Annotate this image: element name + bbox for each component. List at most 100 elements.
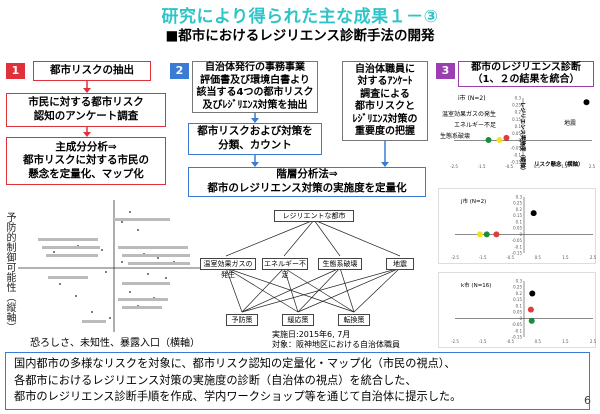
x-tick-label: 0.5 bbox=[535, 339, 542, 344]
y-tick-label: 0.3 bbox=[516, 195, 523, 200]
y-tick-label: 0.15 bbox=[513, 297, 522, 302]
chart-i-x-axis-title: リスク懸念（横軸） bbox=[534, 160, 584, 168]
y-tick-label: 0.25 bbox=[513, 201, 522, 206]
y-tick-label: -0.15 bbox=[512, 251, 523, 256]
pca-y-axis-title: 予防的制御可能性（縦軸） bbox=[4, 212, 15, 332]
x-tick-label: -0.5 bbox=[506, 255, 514, 260]
pca-x-axis-title: 恐ろしさ、未知性、暴露入口（横軸） bbox=[30, 338, 200, 349]
step-3-badge: 3 bbox=[436, 63, 455, 79]
step-2-box-ahp: 階層分析法⇒ 都市のレジリエンス対策の実施度を定量化 bbox=[188, 167, 426, 197]
y-tick-label: 0 bbox=[519, 232, 522, 237]
step-1-box-survey: 市民に対する都市リスク 認知のアンケート調査 bbox=[6, 93, 166, 127]
summary-box: 国内都市の多様なリスクを対象に、都市リスク認知の定量化・マップ化（市民の視点）、… bbox=[5, 352, 590, 410]
data-point bbox=[496, 136, 503, 143]
x-tick-label: -1.5 bbox=[479, 255, 487, 260]
y-tick-label: 0.2 bbox=[516, 291, 523, 296]
x-tick-label: -2.5 bbox=[451, 339, 459, 344]
ahp-alt-prevention: 予防策 bbox=[226, 314, 258, 326]
summary-line-2: 各都市におけるレジリエンス対策の実施度の診断（自治体の視点）を統合した、 bbox=[14, 373, 417, 387]
y-tick-label: 0.15 bbox=[512, 117, 521, 122]
pca-map-svg bbox=[18, 200, 210, 332]
y-tick-label: -0.05 bbox=[512, 238, 523, 243]
x-tick-label: 1.5 bbox=[561, 164, 568, 169]
ahp-note-target: 対象：阪神地区における自治体職員 bbox=[272, 340, 400, 349]
y-tick-label: 0.1 bbox=[515, 124, 522, 129]
chart-k: -2.5 -1.5 -0.5 0.5 1.5 2.5 -0.15 -0.1-0.0500.05… bbox=[451, 279, 597, 345]
y-tick-label: 0.05 bbox=[513, 310, 522, 315]
ahp-hierarchy: レジリエントな都市 温室効果ガスの発生 エネルギー不足 生態系破壊 地震 予防策… bbox=[196, 200, 432, 350]
y-tick-label: 0.3 bbox=[515, 96, 522, 101]
page-subtitle: ■都市におけるレジリエンス診断手法の開発 bbox=[165, 28, 435, 44]
x-tick-label: 0.5 bbox=[534, 164, 541, 169]
y-tick-label: 0.05 bbox=[513, 226, 522, 231]
step-1-box-pca: 主成分分析⇒ 都市リスクに対する市民の 懸念を定量化、マップ化 bbox=[6, 137, 166, 185]
data-point bbox=[503, 134, 510, 141]
chart-i-label-energy: エネルギー不足 bbox=[454, 122, 496, 129]
y-tick-label: -0.05 bbox=[512, 322, 523, 327]
x-tick-label: 2.5 bbox=[589, 164, 596, 169]
chart-i-city-label: i市 (N=2) bbox=[458, 94, 486, 102]
y-tick-label: 0.15 bbox=[513, 213, 522, 218]
step-2-box-classify: 都市リスクおよび対策を 分類、カウント bbox=[188, 123, 322, 155]
y-tick-label: 0.2 bbox=[516, 207, 523, 212]
chart-j-city-label: j市 (N=2) bbox=[460, 197, 486, 205]
y-tick-label: 0 bbox=[519, 316, 522, 321]
data-point bbox=[583, 99, 590, 106]
y-tick-label: 0.25 bbox=[513, 285, 522, 290]
pca-map bbox=[18, 200, 210, 332]
data-point bbox=[527, 306, 534, 313]
chart-k-city-label: k市 (N=16) bbox=[461, 281, 491, 289]
chart-i-label-ecosystem: 生態系破壊 bbox=[440, 132, 470, 140]
y-tick-label: -0.15 bbox=[511, 160, 522, 165]
x-tick-label: -0.5 bbox=[505, 164, 513, 169]
data-point bbox=[530, 210, 537, 217]
ahp-alt-mitigation: 緩応策 bbox=[282, 314, 314, 326]
x-tick-label: -2.5 bbox=[450, 164, 458, 169]
ahp-criterion-energy: エネルギー不足 bbox=[262, 258, 308, 279]
y-tick-label: -0.15 bbox=[512, 335, 523, 340]
y-tick-label: -0.05 bbox=[511, 145, 522, 150]
y-tick-label: 0.3 bbox=[516, 279, 523, 284]
chart-i-label-earthquake: 地震 bbox=[564, 119, 576, 127]
data-point bbox=[528, 317, 535, 324]
page-title: 研究により得られた主な成果１－③ bbox=[161, 7, 439, 27]
y-tick-label: 0 bbox=[518, 138, 521, 143]
y-tick-label: -0.1 bbox=[513, 152, 521, 157]
ahp-goal: レジリエントな都市 bbox=[274, 210, 354, 222]
ahp-alt-transition: 転換策 bbox=[338, 314, 370, 326]
y-tick-label: 0.1 bbox=[516, 303, 523, 308]
data-point bbox=[483, 231, 490, 238]
x-tick-label: -1.5 bbox=[479, 339, 487, 344]
x-tick-label: -0.5 bbox=[506, 339, 514, 344]
ahp-note-date: 実施日:2015年6, 7月 bbox=[272, 330, 351, 339]
x-tick-label: -2.5 bbox=[451, 255, 459, 260]
data-point bbox=[529, 290, 536, 297]
step-1-box-extract: 都市リスクの抽出 bbox=[33, 61, 151, 81]
data-point bbox=[485, 136, 492, 143]
ahp-links bbox=[225, 219, 401, 313]
summary-line-3: 都市のレジリエンス診断手順を作成、学内ワークショップ等を通じて自治体に提示した。 bbox=[14, 390, 462, 403]
x-tick-label: 0.5 bbox=[535, 255, 542, 260]
ahp-criterion-ecosystem: 生態系破壊 bbox=[318, 258, 362, 270]
y-tick-label: -0.1 bbox=[514, 328, 522, 333]
y-tick-label: 0.2 bbox=[515, 110, 522, 115]
step-3-box-diagnosis: 都市のレジリエンス診断 （1、２の結果を統合） bbox=[458, 61, 594, 87]
summary-line-1: 国内都市の多様なリスクを対象に、都市リスク認知の定量化・マップ化（市民の視点）、 bbox=[14, 357, 456, 370]
data-point bbox=[493, 231, 500, 238]
ahp-criterion-earthquake: 地震 bbox=[386, 258, 414, 270]
step-1-badge: 1 bbox=[6, 63, 25, 79]
y-tick-label: 0.25 bbox=[512, 103, 521, 108]
y-tick-label: -0.1 bbox=[514, 244, 522, 249]
page-number: 6 bbox=[584, 394, 591, 407]
data-point bbox=[476, 231, 483, 238]
chart-i-label-heat: 温室効果ガスの発生 bbox=[442, 110, 496, 118]
x-tick-label: 1.5 bbox=[562, 339, 569, 344]
step-2-box-documents: 自治体発行の事務事業 評価書及び環境白書より 該当する4つの都市リスク 及びﾚｼ… bbox=[192, 61, 318, 113]
y-tick-label: 0.05 bbox=[512, 131, 521, 136]
x-tick-label: 2.5 bbox=[590, 339, 597, 344]
